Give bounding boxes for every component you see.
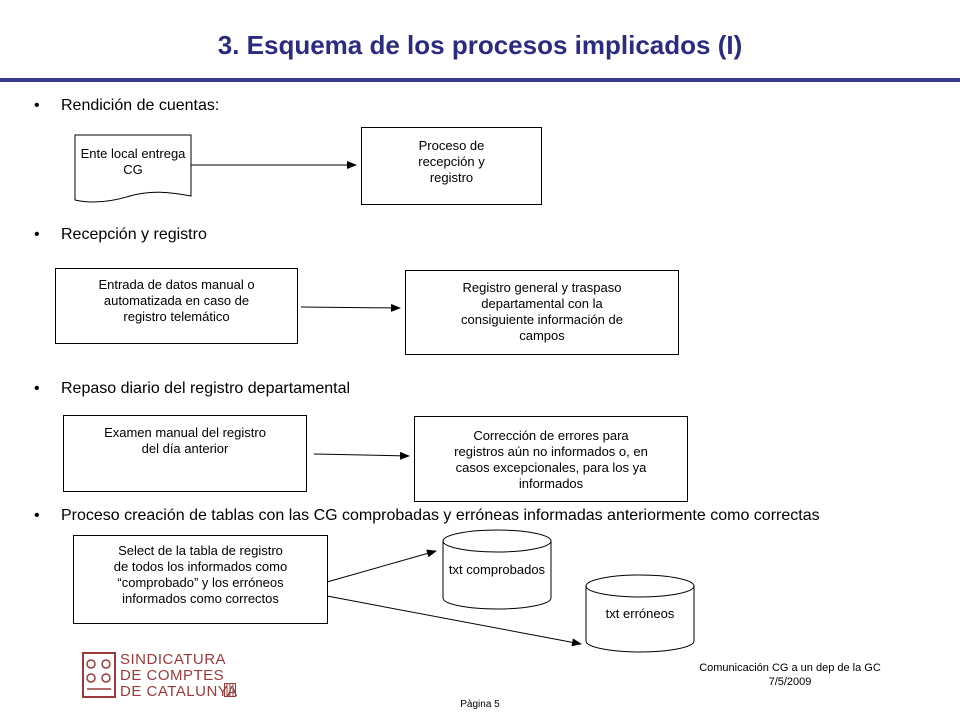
slide-title: 3. Esquema de los procesos implicados (I… — [217, 30, 743, 60]
bullet-text: Rendición de cuentas: — [61, 97, 220, 114]
box-examen-manual: Examen manual del registro del día anter… — [63, 415, 307, 492]
bullet-text: Proceso creación de tablas con las CG co… — [61, 507, 820, 524]
bullet-text: Repaso diario del registro departamental — [61, 380, 351, 397]
arrow-select-to-comprobados — [326, 549, 437, 583]
bullet-marker: • — [34, 507, 40, 524]
footer-date: 7/5/2009 — [768, 676, 812, 688]
ente-local-label: Ente local entrega CG — [80, 146, 186, 177]
txt-erroneos-label: txt erróneos — [605, 606, 675, 621]
box-registro-general: Registro general y traspaso departamenta… — [405, 270, 679, 355]
txt-comprobados-label: txt comprobados — [448, 562, 546, 577]
box-proceso-recepcion: Proceso de recepción y registro — [361, 127, 542, 205]
cylinder-txt-comprobados — [442, 529, 552, 610]
arrow-select-to-erroneos — [326, 595, 582, 647]
footer-doc-info: Comunicación CG a un dep de la GC 7/5/20… — [660, 661, 920, 689]
sindicatura-logo-text: SINDICATURA DE COMPTES DE CATALUNYA — [120, 651, 238, 700]
box-correccion-errores: Corrección de errores para registros aún… — [414, 416, 688, 502]
bullet-marker: • — [34, 97, 40, 114]
title-divider — [0, 78, 960, 82]
sindicatura-seal-icon — [82, 652, 116, 698]
bullet-marker: • — [34, 380, 40, 397]
box-entrada-datos: Entrada de datos manual o automatizada e… — [55, 268, 298, 344]
footer-doc-title: Comunicación CG a un dep de la GC — [699, 662, 881, 674]
arrow-entrada-to-registro — [300, 303, 401, 312]
bullet-text: Recepción y registro — [61, 226, 207, 243]
cylinder-txt-erroneos — [585, 574, 695, 653]
arrow-examen-to-correccion — [313, 451, 410, 460]
box-select-tabla: Select de la tabla de registro de todos … — [73, 535, 328, 624]
catalonia-flag-icon — [224, 683, 236, 697]
page-number: Pàgina 5 — [460, 699, 500, 710]
document-shape-ente-local — [74, 134, 192, 203]
bullet-marker: • — [34, 226, 40, 243]
